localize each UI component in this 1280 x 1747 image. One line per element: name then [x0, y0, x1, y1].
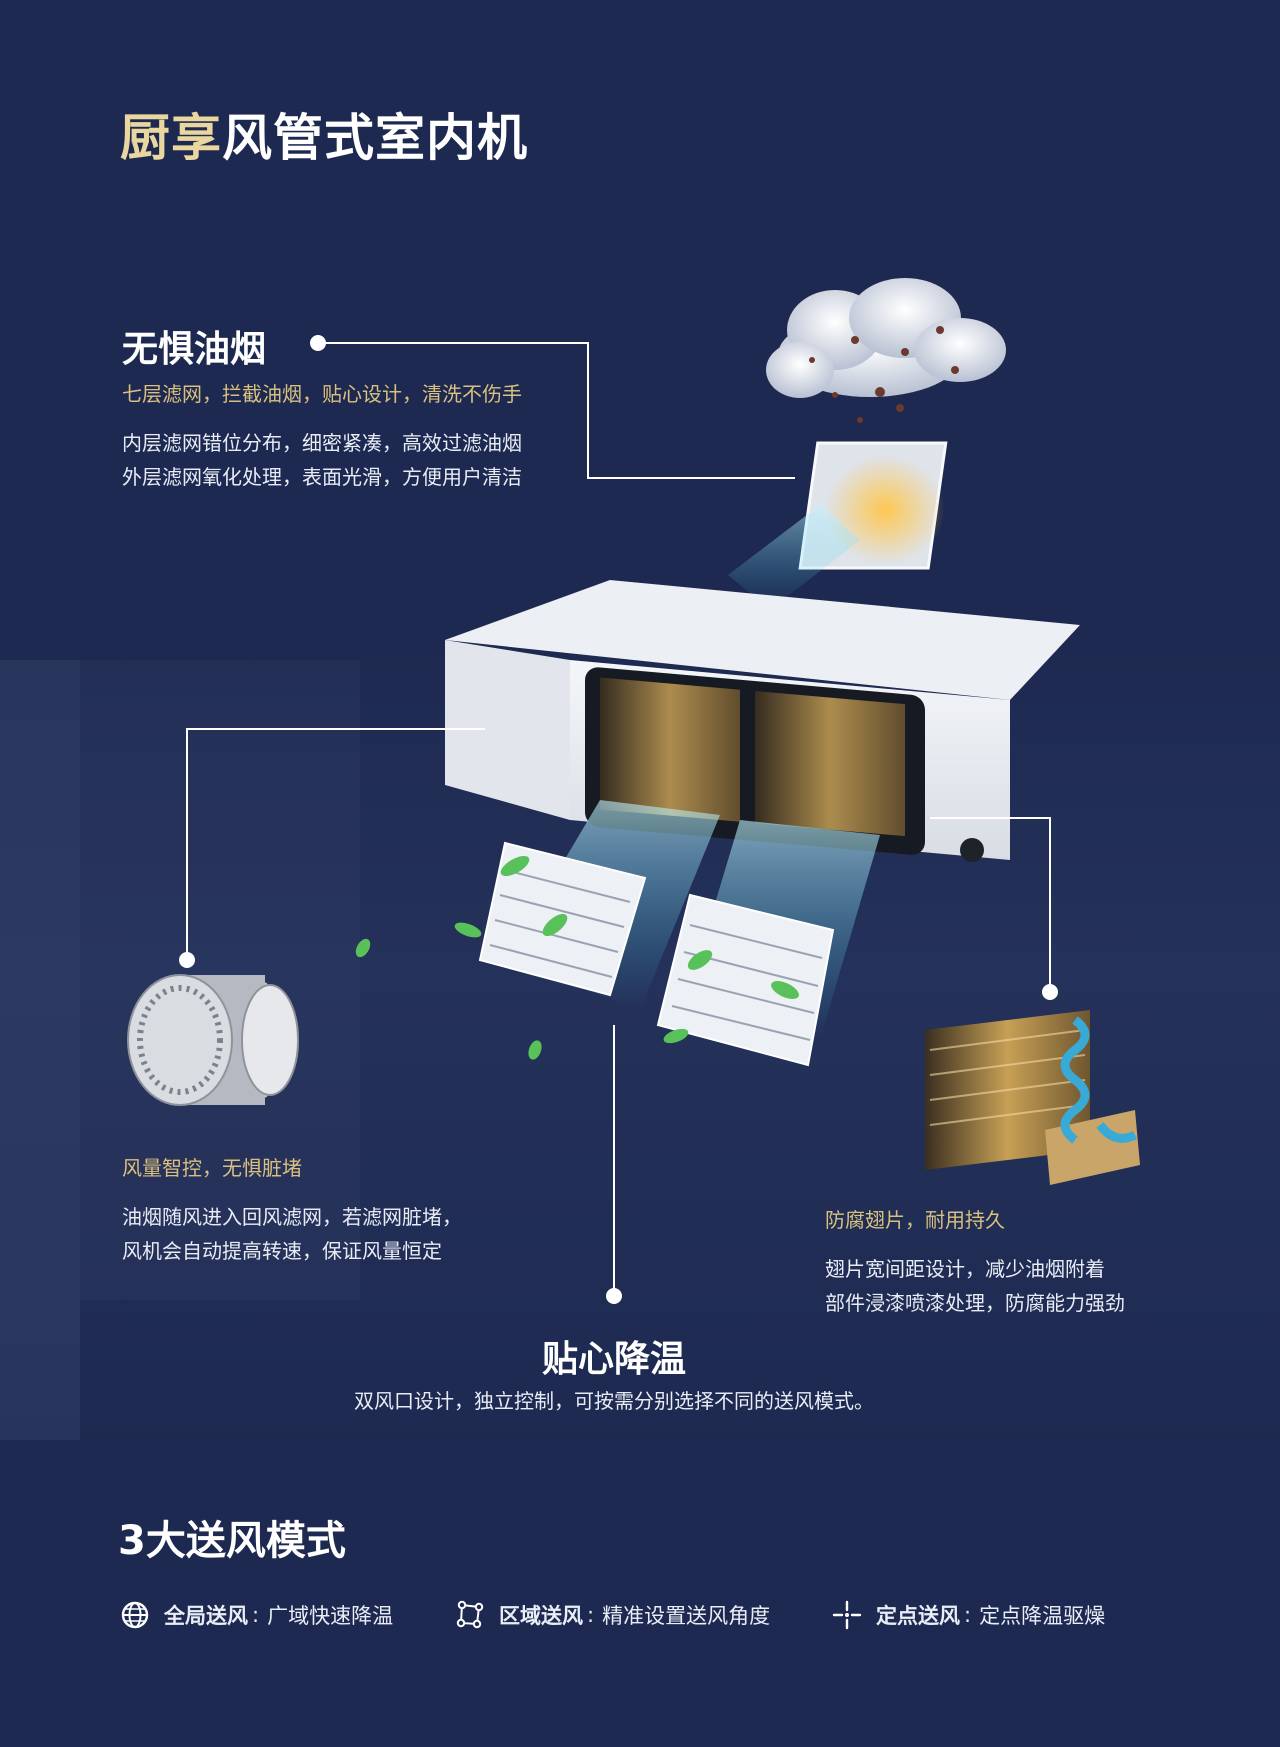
crosshair-icon	[832, 1600, 862, 1630]
modes-title: 3大送风模式	[118, 1518, 346, 1564]
mode-area: 区域送风:精准设置送风角度	[455, 1600, 770, 1630]
mode-name: 全局送风	[164, 1604, 248, 1628]
callout-dot	[606, 1288, 622, 1304]
mode-name: 定点送风	[876, 1604, 960, 1628]
callout-dot	[179, 952, 195, 968]
mode-desc: 定点降温驱燥	[979, 1604, 1106, 1628]
feature-fins-subtitle: 防腐翅片，耐用持久	[825, 1208, 1005, 1232]
background-cabinet	[0, 660, 80, 1440]
page-title: 厨享风管式室内机	[120, 108, 528, 168]
title-rest: 风管式室内机	[222, 109, 528, 167]
feature-cooling-desc: 双风口设计，独立控制，可按需分别选择不同的送风模式。	[354, 1389, 874, 1413]
mode-name: 区域送风	[499, 1604, 583, 1628]
feature-airflow-desc: 油烟随风进入回风滤网，若滤网脏堵， 风机会自动提高转速，保证风量恒定	[122, 1200, 462, 1268]
feature-smoke-desc: 内层滤网错位分布，细密紧凑，高效过滤油烟 外层滤网氧化处理，表面光滑，方便用户清…	[122, 426, 522, 494]
leaf-icon	[355, 855, 799, 1060]
feature-airflow-subtitle: 风量智控，无惧脏堵	[122, 1156, 302, 1180]
callout-lines	[186, 342, 1051, 1296]
mode-desc: 广域快速降温	[267, 1604, 394, 1628]
feature-cooling-title: 贴心降温	[541, 1339, 686, 1380]
area-icon	[456, 1600, 484, 1629]
globe-icon	[121, 1601, 149, 1629]
heat-exchanger-coil-icon	[925, 1010, 1140, 1185]
feature-fins-desc: 翅片宽间距设计，减少油烟附着 部件浸漆喷漆处理，防腐能力强劲	[825, 1252, 1125, 1320]
title-accent: 厨享	[120, 109, 222, 167]
feature-smoke-subtitle: 七层滤网，拦截油烟，贴心设计，清洗不伤手	[122, 382, 522, 406]
smoke-cloud-icon	[766, 278, 1006, 423]
blower-wheel-icon	[127, 974, 299, 1106]
mode-point: 定点送风:定点降温驱燥	[832, 1600, 1105, 1630]
mode-desc: 精准设置送风角度	[602, 1604, 771, 1628]
desc-line: 风机会自动提高转速，保证风量恒定	[122, 1239, 442, 1263]
duct-unit-icon	[445, 580, 1080, 862]
desc-line: 外层滤网氧化处理，表面光滑，方便用户清洁	[122, 465, 522, 489]
mode-global: 全局送风:广域快速降温	[120, 1600, 393, 1630]
desc-line: 部件浸漆喷漆处理，防腐能力强劲	[825, 1291, 1125, 1315]
callout-dot	[1042, 984, 1058, 1000]
feature-smoke-title: 无惧油烟	[122, 329, 267, 370]
desc-line: 内层滤网错位分布，细密紧凑，高效过滤油烟	[122, 431, 522, 455]
callout-dot	[310, 335, 326, 351]
desc-line: 翅片宽间距设计，减少油烟附着	[825, 1257, 1105, 1281]
desc-line: 油烟随风进入回风滤网，若滤网脏堵，	[122, 1205, 462, 1229]
